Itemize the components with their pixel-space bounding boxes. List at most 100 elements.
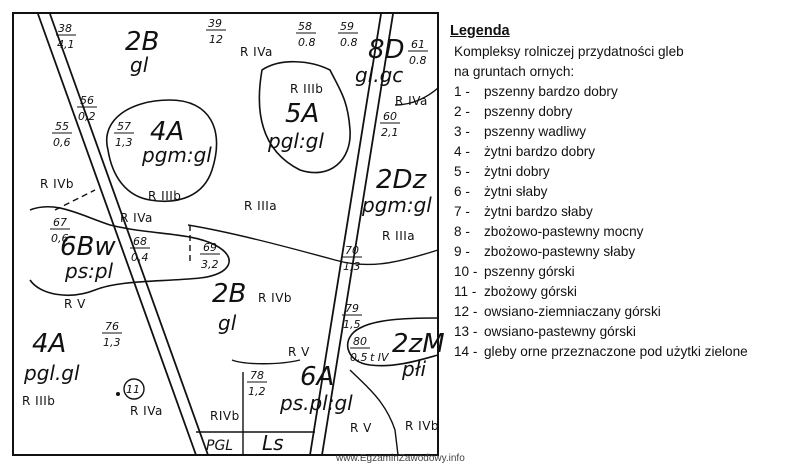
- parcel-56: 56 0,2: [77, 94, 97, 123]
- parcel-number: 39: [208, 17, 222, 30]
- complex-8d-code: 8D: [368, 35, 405, 65]
- soil-class: R IVa: [130, 404, 163, 418]
- marker-11-circle: [123, 378, 145, 400]
- parcel-number: 60: [383, 110, 397, 123]
- legend-item-number: 14 -: [454, 344, 478, 359]
- complex-2b-mid-code: 2B: [212, 279, 246, 309]
- legend-item: 7 -żytni bardzo słaby: [454, 202, 795, 222]
- soil-class: R IVa: [395, 94, 428, 108]
- soil-class: R V: [64, 297, 86, 311]
- parcel-79: 79 1,5: [342, 302, 362, 331]
- parcel-area: 1,3: [103, 336, 121, 349]
- soil-class: R V: [288, 345, 310, 359]
- legend-item-text: żytni dobry: [484, 164, 550, 179]
- legend-item-text: owsiano-ziemniaczany górski: [484, 304, 661, 319]
- parcel-number: 79: [345, 302, 359, 315]
- boundary-2zm: [346, 317, 439, 367]
- complex-6bw-code: 6Bw: [60, 232, 116, 262]
- complex-2dz-code: 2Dz: [376, 165, 428, 195]
- complex-2dz-type: pgm:gl: [361, 193, 432, 217]
- parcel-78: 78 1,2: [247, 369, 267, 398]
- complex-4a-type: pgm:gl: [141, 143, 212, 167]
- parcel-59: 59 0.8: [338, 20, 358, 49]
- legend-item: 9 - zbożowo-pastewny słaby: [454, 242, 795, 262]
- legend-item-number: 13 -: [454, 324, 478, 339]
- legend-item-text: pszenny wadliwy: [484, 124, 586, 139]
- legend-item-text: zbożowy górski: [484, 284, 577, 299]
- parcel-39: 39 12: [206, 17, 226, 46]
- parcel-number: 57: [117, 120, 131, 133]
- parcel-55: 55 0,6: [52, 120, 72, 149]
- legend-item: 12 -owsiano-ziemniaczany górski: [454, 302, 795, 322]
- parcel-number: 59: [340, 20, 354, 33]
- complex-2b-mid-type: gl: [218, 311, 237, 335]
- legend-item: 8 -zbożowo-pastewny mocny: [454, 222, 795, 242]
- parcel-area: 4,1: [57, 38, 75, 51]
- soil-class: R IIIb: [290, 82, 323, 96]
- parcel-57: 57 1,3: [114, 120, 134, 149]
- legend-item: 10 -pszenny górski: [454, 262, 795, 282]
- soil-class: R IIIb: [148, 189, 181, 203]
- boundary-6a: [231, 359, 301, 365]
- complex-ls: Ls: [262, 431, 284, 455]
- legend-item-number: 9 -: [454, 244, 470, 259]
- parcel-area: 1,5: [343, 318, 361, 331]
- complex-2zm-code: 2zM: [392, 329, 445, 359]
- parcel-number: 61: [411, 38, 425, 51]
- legend-item-text: zbożowo-pastewny słaby: [484, 244, 636, 259]
- boundary-4a-top: [105, 99, 218, 202]
- legend-item-number: 4 -: [454, 144, 470, 159]
- legend: Legenda Kompleksy rolniczej przydatności…: [450, 21, 795, 362]
- complex-4a-code: 4A: [150, 117, 184, 147]
- legend-item-number: 2 -: [454, 104, 470, 119]
- parcel-area: 0,2: [78, 110, 96, 123]
- legend-item-text: żytni bardzo dobry: [484, 144, 596, 159]
- legend-title: Legenda: [450, 23, 510, 39]
- watermark: www.EgzaminZawodowy.info: [336, 453, 465, 464]
- map-frame: [12, 12, 439, 456]
- soil-class: R IVb: [405, 419, 439, 433]
- parcel-38: 38 4,1: [56, 22, 76, 51]
- parcel-area: 0.8: [409, 54, 427, 67]
- boundary-6bw: [29, 205, 230, 296]
- complex-2b-top-type: gl: [130, 53, 149, 77]
- legend-item-text: gleby orne przeznaczone pod użytki zielo…: [484, 344, 748, 359]
- parcel-number: 55: [55, 120, 69, 133]
- legend-item: 11 -zbożowy górski: [454, 282, 795, 302]
- soil-class: RIVb: [210, 409, 240, 423]
- soil-class: R IVb: [40, 177, 74, 191]
- soil-class: R IVa: [240, 45, 273, 59]
- marker-dot: [116, 392, 120, 396]
- legend-item: 14 - gleby orne przeznaczone pod użytki z…: [454, 342, 795, 362]
- complex-2b-top-code: 2B: [125, 27, 159, 57]
- legend-item-text: żytni słaby: [484, 184, 548, 199]
- parcel-area: 1,2: [248, 385, 266, 398]
- parcel-69: 69 3,2: [200, 241, 220, 271]
- parcel-number: 56: [80, 94, 94, 107]
- parcel-80-suffix: t IV: [370, 351, 390, 364]
- parcel-area: 1,3: [343, 260, 361, 273]
- parcel-60: 60 2,1: [380, 110, 400, 139]
- complex-8d-type: gl.gc: [355, 63, 403, 87]
- parcel-area: 0,4: [131, 251, 149, 264]
- legend-item-text: pszenny górski: [484, 264, 575, 279]
- soil-class: R IVa: [120, 211, 153, 225]
- legend-item-text: żytni bardzo słaby: [484, 204, 593, 219]
- parcel-area: 12: [209, 33, 223, 46]
- legend-item: 6 - żytni słaby: [454, 182, 795, 202]
- legend-item-number: 6 -: [454, 184, 470, 199]
- boundary-6a-2: [349, 369, 399, 456]
- complex-4a-bottom-type: pgl.gl: [23, 361, 80, 385]
- parcel-area: 0,5: [350, 351, 368, 364]
- parcel-area: 0.8: [298, 36, 316, 49]
- parcel-68: 68 0,4: [130, 235, 150, 264]
- legend-item-number: 8 -: [454, 224, 470, 239]
- road-left-2: [49, 13, 209, 456]
- complex-6a-code: 6A: [300, 362, 334, 392]
- marker-11-label: 11: [126, 383, 140, 396]
- parcel-area: 3,2: [201, 258, 219, 271]
- parcel-area: 0,6: [53, 136, 71, 149]
- legend-item-text: owsiano-pastewny górski: [484, 324, 636, 339]
- parcel-70: 70 1,3: [342, 244, 362, 273]
